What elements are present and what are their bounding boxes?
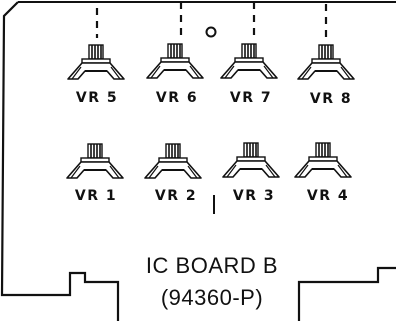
label-vr4: VR 4 (306, 188, 350, 204)
pot-vr6 (146, 43, 204, 79)
label-vr3: VR 3 (232, 188, 276, 204)
label-vr1: VR 1 (74, 188, 118, 204)
board-part-number: (94360-P) (160, 285, 264, 310)
leader-lines (95, 2, 328, 38)
board-edge-right (297, 266, 396, 321)
pot-vr4 (294, 142, 352, 178)
pot-vr5 (67, 44, 125, 80)
board-edge (0, 1, 120, 321)
label-vr6: VR 6 (155, 90, 199, 106)
mounting-hole (205, 26, 217, 38)
pot-vr2 (144, 143, 202, 179)
label-vr7: VR 7 (229, 90, 273, 106)
pot-vr8 (297, 44, 355, 80)
pot-vr3 (222, 142, 280, 178)
label-vr2: VR 2 (154, 188, 198, 204)
pot-vr7 (220, 43, 278, 79)
board-name: IC BOARD B (145, 253, 279, 278)
label-vr8: VR 8 (309, 91, 353, 107)
label-vr5: VR 5 (75, 90, 119, 106)
pot-vr1 (66, 143, 124, 179)
